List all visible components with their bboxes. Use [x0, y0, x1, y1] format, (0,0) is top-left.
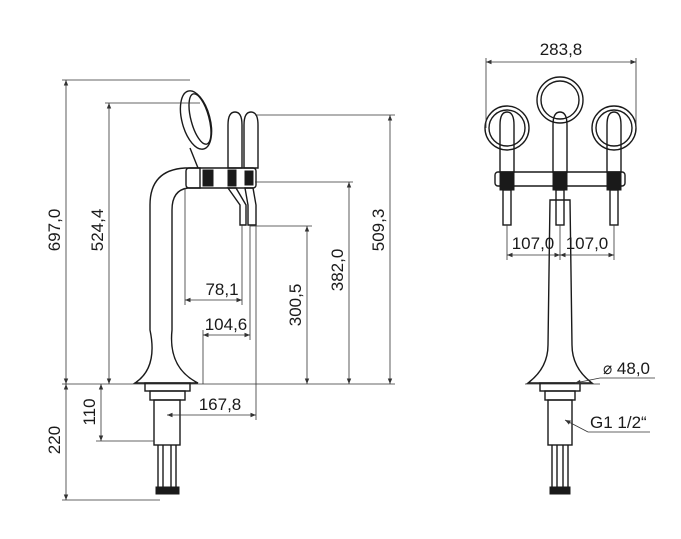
tap-handle-side-2	[243, 111, 259, 169]
side-dimension-labels: 697,0 524,4 509,3 382,0 300,5 78,1 104,6…	[45, 209, 388, 454]
tap-handle-side-1	[227, 111, 243, 169]
tap-handle-front-left	[499, 111, 515, 173]
spout-front-right	[609, 189, 619, 226]
tap-handle-front-center	[552, 111, 568, 173]
medallion-side	[179, 90, 213, 150]
dim-spout-outlet-height: 300,5	[286, 284, 305, 327]
dim-tower-height: 524,4	[88, 209, 107, 252]
side-view	[62, 90, 395, 495]
spout-front-left	[502, 189, 512, 226]
dim-spout-reach-inner: 78,1	[205, 280, 238, 299]
dim-thread: G1 1/2“	[590, 413, 647, 432]
base-nut-side	[149, 390, 186, 401]
dim-tap-spacing-left: 107,0	[512, 234, 555, 253]
base-nut-front	[544, 390, 576, 401]
spout-side-1	[226, 187, 247, 226]
dim-tap-spacing-right: 107,0	[566, 234, 609, 253]
medallion-left-front	[484, 105, 530, 151]
dim-spout-reach-outer: 167,8	[199, 395, 242, 414]
dim-spout-height: 382,0	[328, 249, 347, 292]
tap-block-side	[185, 167, 257, 189]
spout-front-center	[555, 189, 565, 226]
dim-spout-reach-mid: 104,6	[205, 315, 248, 334]
shank-side	[153, 399, 181, 446]
shank-front	[547, 399, 573, 446]
dim-tap-height: 509,3	[369, 209, 388, 252]
dim-shank-total: 220	[45, 426, 64, 454]
front-dimension-lines	[485, 58, 655, 433]
dim-base-diameter: ⌀ 48,0	[603, 359, 650, 378]
dim-total-height: 697,0	[45, 209, 64, 252]
side-dimension-lines	[62, 79, 395, 501]
medallion-center-front	[536, 76, 584, 124]
dim-front-width: 283,8	[540, 40, 583, 59]
tap-handle-front-right	[606, 111, 622, 173]
dim-shank-top: 110	[80, 398, 99, 425]
tower-body-side	[132, 167, 201, 384]
front-dimension-labels: 283,8 107,0 107,0 ⌀ 48,0 G1 1/2“	[512, 40, 650, 432]
tower-body-front	[525, 199, 595, 384]
front-view	[484, 76, 637, 495]
hoses-side	[155, 445, 180, 495]
hoses-front	[549, 445, 571, 495]
